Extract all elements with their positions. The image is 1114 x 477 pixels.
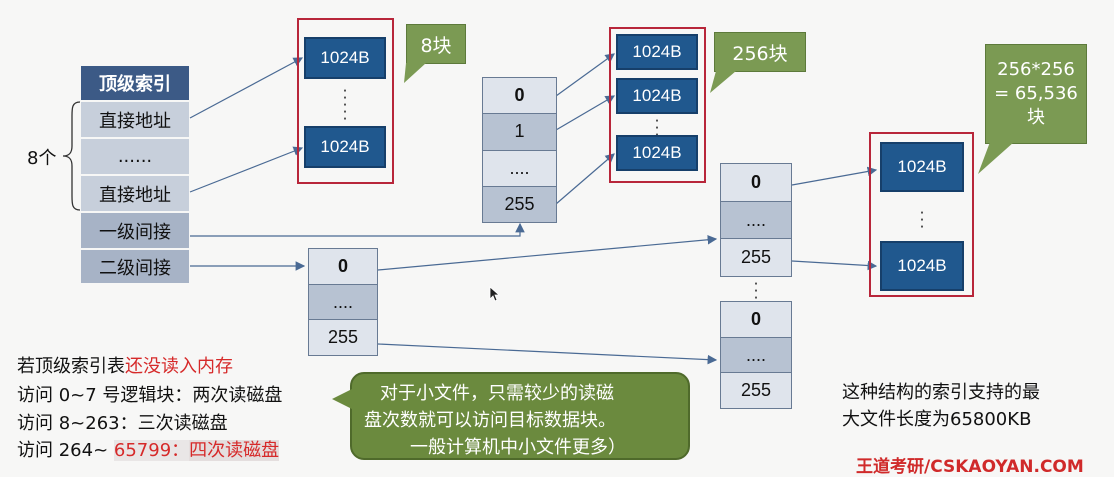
inode-single-indirect: 一级间接	[81, 212, 189, 248]
index-entry: 0	[721, 302, 791, 337]
inode-ellipsis: ......	[81, 138, 189, 174]
summary-line-2: 大文件长度为65800KB	[842, 409, 1032, 430]
mouse-cursor-icon	[489, 286, 501, 302]
data-block: 1024B	[304, 126, 386, 168]
index-entry: 255	[721, 372, 791, 409]
single-indirect-blocks-frame	[609, 27, 706, 183]
single-indirect-index-block: 0 1 .... 255	[482, 77, 557, 223]
vertical-ellipsis: ·····	[342, 82, 348, 128]
callout-256-blocks: 256块	[714, 32, 806, 72]
small-file-note-bubble: 对于小文件，只需较少的读磁 盘次数就可以访问目标数据块。 一般计算机中小文件更多…	[350, 372, 690, 460]
summary-line-1: 这种结构的索引支持的最	[842, 382, 1040, 403]
double-indirect-blocks-frame	[869, 132, 974, 297]
data-block: 1024B	[304, 37, 386, 79]
index-entry: 255	[721, 238, 791, 277]
note-line-4: 访问 264~ 65799：四次读磁盘	[17, 436, 280, 462]
index-entry: ....	[309, 283, 377, 320]
index-entry: ....	[721, 336, 791, 373]
brace-icon	[62, 101, 81, 211]
callout-line: = 65,536	[994, 83, 1078, 104]
index-entry: 1	[483, 113, 556, 150]
inode-double-indirect: 二级间接	[81, 249, 189, 283]
note-highlight: 还没读入内存	[125, 356, 233, 377]
vertical-ellipsis: ···	[753, 275, 759, 307]
connector-arrows	[189, 53, 878, 365]
note-line-1: 若顶级索引表还没读入内存	[17, 352, 233, 378]
callout-pointer-icon	[710, 71, 736, 93]
callout-8-blocks: 8块	[406, 24, 466, 64]
note-line-2: 访问 0~7 号逻辑块：两次读磁盘	[17, 385, 283, 406]
double-indirect-first-level-block: 0 .... 255	[308, 248, 378, 356]
double-indirect-second-level-block: 0 .... 255	[720, 163, 792, 277]
index-entry: 0	[721, 164, 791, 201]
note-highlight: 四次读磁盘	[189, 440, 280, 461]
direct-blocks-frame	[297, 18, 394, 184]
index-entry: 0	[309, 249, 377, 284]
note-text: 若顶级索引表	[17, 356, 125, 377]
inode-header: 顶级索引	[81, 66, 189, 100]
index-entry: ....	[483, 149, 556, 186]
index-entry: 255	[483, 185, 556, 222]
callout-pointer-icon	[404, 63, 426, 83]
callout-line: 块	[1027, 107, 1045, 128]
double-indirect-second-level-block: 0 .... 255	[720, 301, 792, 409]
inode-direct-address-last: 直接地址	[81, 175, 189, 211]
data-block: 1024B	[616, 78, 698, 114]
index-entry: 255	[309, 319, 377, 356]
vertical-ellipsis: ···	[919, 204, 925, 236]
note-text: 访问 264~	[17, 440, 109, 461]
inode-direct-address-first: 直接地址	[81, 101, 189, 137]
callout-line: 256*256	[997, 59, 1075, 80]
direct-count-label: 8个	[27, 148, 57, 169]
data-block: 1024B	[616, 34, 698, 70]
data-block: 1024B	[880, 142, 964, 192]
callout-pointer-icon	[978, 142, 1014, 174]
bubble-line: 一般计算机中小文件更多）	[410, 437, 626, 458]
note-line-3: 访问 8~263：三次读磁盘	[17, 413, 228, 434]
index-entry: 0	[483, 78, 556, 114]
index-entry: ....	[721, 200, 791, 239]
callout-65536-blocks: 256*256 = 65,536 块	[985, 44, 1087, 144]
bubble-line: 盘次数就可以访问目标数据块。	[364, 410, 616, 431]
data-block: 1024B	[880, 241, 964, 291]
bubble-pointer-icon	[332, 388, 354, 410]
note-highlight: 65799：	[113, 440, 190, 461]
bubble-line: 对于小文件，只需较少的读磁	[380, 383, 614, 404]
data-block: 1024B	[616, 135, 698, 171]
